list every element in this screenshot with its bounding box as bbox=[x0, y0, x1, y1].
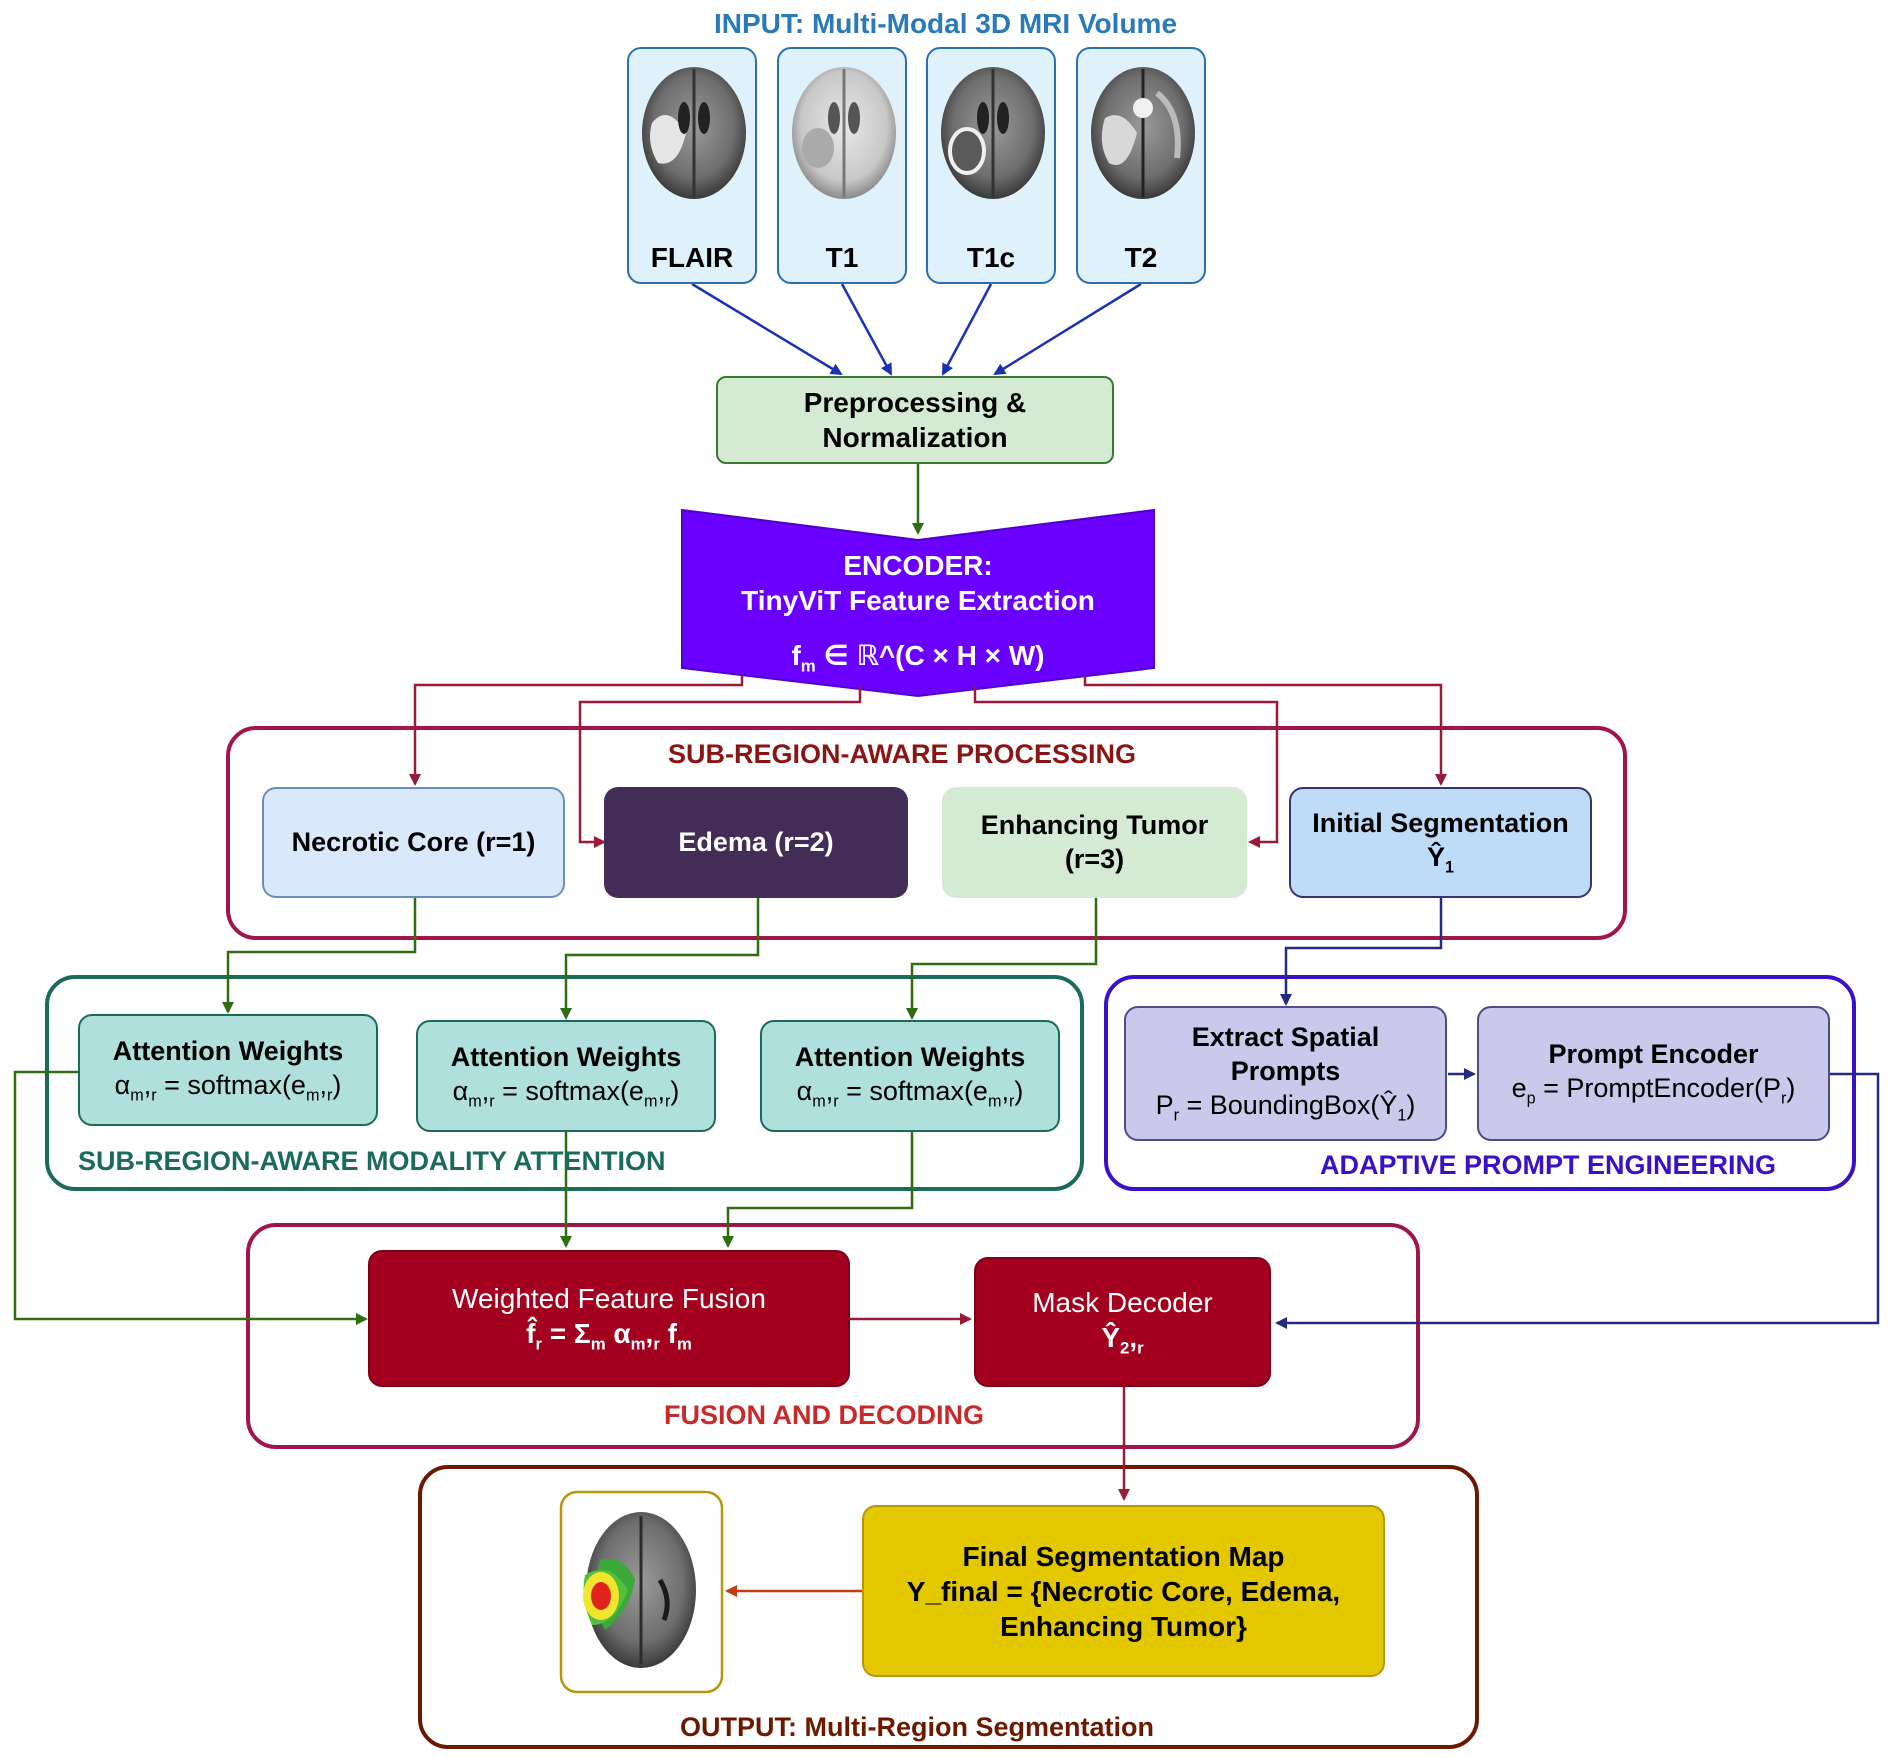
brain-mri-flair-icon bbox=[642, 67, 746, 199]
fusion-title: FUSION AND DECODING bbox=[664, 1400, 985, 1430]
brain-mri-t2-icon bbox=[1091, 67, 1195, 199]
subregion-container bbox=[226, 726, 1627, 940]
input-title: INPUT: Multi-Modal 3D MRI Volume bbox=[713, 8, 1178, 39]
subregion-title: SUB-REGION-AWARE PROCESSING bbox=[668, 739, 1137, 769]
attention-formula-1: αm,r = softmax(em,r) bbox=[114, 1069, 342, 1104]
fusion-formula: f̂r = Σm αm,r fm bbox=[526, 1318, 692, 1354]
extract-formula: Pr = BoundingBox(Ŷ1) bbox=[1155, 1089, 1416, 1125]
fusion-box-title: Weighted Feature Fusion bbox=[452, 1283, 766, 1315]
arrow-enhancing-attention bbox=[906, 898, 1098, 1020]
prompt-title: ADAPTIVE PROMPT ENGINEERING bbox=[1320, 1150, 1777, 1180]
initial-line1: Initial Segmentation bbox=[1312, 808, 1569, 839]
modality-label-t2: T2 bbox=[1124, 242, 1158, 273]
extract-spatial-prompts-box: Extract Spatial Prompts Pr = BoundingBox… bbox=[1124, 1006, 1447, 1141]
encoder-line2: TinyViT Feature Extraction bbox=[741, 585, 1095, 616]
arrow-edema-attention bbox=[560, 898, 760, 1020]
modality-label-t1c: T1c bbox=[966, 242, 1016, 273]
modality-card-flair: FLAIR bbox=[627, 47, 757, 284]
arrow-attn1-fusion bbox=[13, 1070, 368, 1325]
attention-weights-box-1: Attention Weights αm,r = softmax(em,r) bbox=[78, 1014, 378, 1126]
encoder-formula: fm ∈ ℝ^(C × H × W) bbox=[791, 640, 1045, 676]
attention-formula-3: αm,r = softmax(em,r) bbox=[796, 1075, 1024, 1110]
arrow-promptencoder-decoder bbox=[1275, 1072, 1880, 1329]
arrow-necrotic-attention bbox=[222, 898, 417, 1014]
mask-decoder-box: Mask Decoder Ŷ2,r bbox=[974, 1257, 1271, 1387]
arrow-initial-extract bbox=[1280, 898, 1443, 1006]
modality-card-t1: T1 bbox=[777, 47, 907, 284]
modality-label-t1: T1 bbox=[825, 242, 859, 273]
extract-line1: Extract Spatial bbox=[1191, 1022, 1380, 1053]
necrotic-core-box: Necrotic Core (r=1) bbox=[262, 787, 565, 898]
arrow-flair-preprocess bbox=[691, 282, 843, 376]
attention-title-1: Attention Weights bbox=[112, 1035, 344, 1066]
arrow-encoder-edema bbox=[578, 686, 862, 848]
encoder-shape bbox=[681, 508, 1155, 698]
encoder-line1: ENCODER: bbox=[843, 550, 993, 581]
prompt-container bbox=[1104, 975, 1856, 1191]
output-container bbox=[418, 1465, 1479, 1749]
brain-mri-t1-icon bbox=[792, 67, 896, 199]
extract-line2: Prompts bbox=[1230, 1056, 1341, 1087]
modality-card-t2: T2 bbox=[1076, 47, 1206, 284]
prompt-encoder-formula: ep = PromptEncoder(Pr) bbox=[1511, 1073, 1796, 1108]
attention-title-3: Attention Weights bbox=[794, 1041, 1026, 1072]
final-line3: Enhancing Tumor} bbox=[1000, 1610, 1247, 1642]
brain-mri-t1c-icon bbox=[941, 67, 1045, 199]
edema-box: Edema (r=2) bbox=[604, 787, 908, 898]
prompt-encoder-box: Prompt Encoder ep = PromptEncoder(Pr) bbox=[1477, 1006, 1830, 1141]
attention-container bbox=[45, 975, 1084, 1191]
output-title: OUTPUT: Multi-Region Segmentation bbox=[680, 1712, 1154, 1742]
fusion-container bbox=[246, 1223, 1420, 1449]
enhancing-line1: Enhancing Tumor bbox=[980, 809, 1209, 840]
arrow-encoder-initial bbox=[1083, 676, 1447, 786]
decoder-title: Mask Decoder bbox=[1032, 1286, 1213, 1318]
attention-weights-box-3: Attention Weights αm,r = softmax(em,r) bbox=[760, 1020, 1060, 1132]
encoder-label: ENCODER: TinyViT Feature Extraction fm ∈… bbox=[682, 548, 1154, 678]
arrow-attn3-fusion bbox=[722, 1132, 914, 1248]
initial-segmentation-box: Initial Segmentation Ŷ1 bbox=[1289, 787, 1592, 898]
arrow-t2-preprocess bbox=[993, 282, 1142, 376]
prompt-encoder-title: Prompt Encoder bbox=[1548, 1039, 1759, 1070]
enhancing-tumor-box: Enhancing Tumor (r=3) bbox=[942, 787, 1247, 898]
arrow-encoder-necrotic bbox=[409, 676, 744, 786]
final-line2: Y_final = {Necrotic Core, Edema, bbox=[906, 1575, 1341, 1607]
final-segmentation-map-box: Final Segmentation Map Y_final = {Necrot… bbox=[862, 1505, 1385, 1677]
initial-symbol: Ŷ1 bbox=[1426, 842, 1455, 877]
segmented-brain-icon bbox=[583, 1512, 696, 1668]
arrow-t1c-preprocess bbox=[941, 283, 993, 376]
attention-formula-2: αm,r = softmax(em,r) bbox=[452, 1075, 680, 1110]
preprocessing-line2: Normalization bbox=[822, 422, 1008, 453]
attention-weights-box-2: Attention Weights αm,r = softmax(em,r) bbox=[416, 1020, 716, 1132]
preprocessing-box: Preprocessing & Normalization bbox=[716, 376, 1114, 464]
arrow-t1-preprocess bbox=[840, 283, 893, 376]
weighted-feature-fusion-box: Weighted Feature Fusion f̂r = Σm αm,r fm bbox=[368, 1250, 850, 1387]
attention-title: SUB-REGION-AWARE MODALITY ATTENTION bbox=[78, 1146, 666, 1176]
preprocessing-line1: Preprocessing & bbox=[803, 387, 1027, 418]
modality-card-t1c: T1c bbox=[926, 47, 1056, 284]
final-line1: Final Segmentation Map bbox=[962, 1540, 1285, 1572]
modality-label-flair: FLAIR bbox=[650, 242, 734, 273]
decoder-symbol: Ŷ2,r bbox=[1101, 1321, 1144, 1358]
attention-title-2: Attention Weights bbox=[450, 1041, 682, 1072]
enhancing-line2: (r=3) bbox=[1064, 843, 1125, 874]
arrow-encoder-enhancing bbox=[973, 686, 1279, 848]
